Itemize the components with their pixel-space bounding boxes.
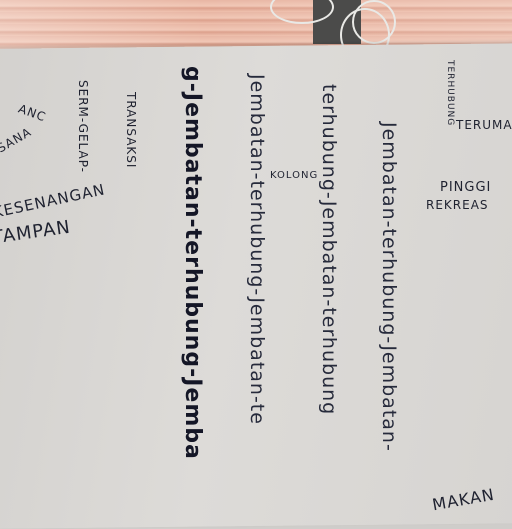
column-3-text: terhubung-Jembatan-terhubung [318,84,340,416]
kolong-label: KOLONG [270,170,319,181]
column-4-text: Jembatan-terhubung-Jembatan- [378,122,400,452]
wire-loop-2 [352,0,396,44]
seram-gelap-label: SERM-GELAP- [76,80,90,174]
terumah-label: TERUMAH [456,118,512,132]
column-1-text: g-Jembatan-terhubung-Jemba [180,66,205,460]
pinggir-label: PINGGI [440,180,492,195]
rekreasi-label: REKREAS [426,198,489,212]
terhubung-small-label: TERHUBUNG [445,60,455,127]
column-2-text: Jembatan-terhubung-Jembatan-te [246,74,268,425]
transaksi-label: TRANSAKSI [124,92,138,169]
